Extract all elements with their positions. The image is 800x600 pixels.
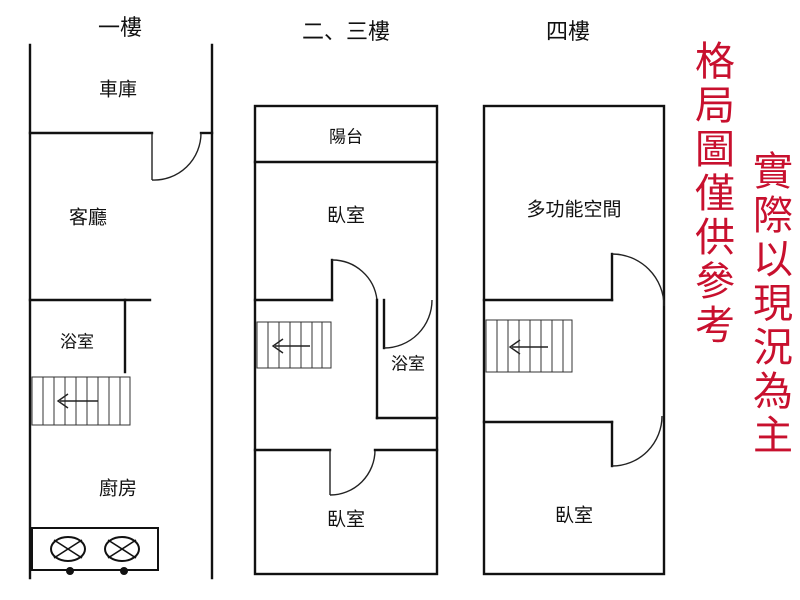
disclaimer-note-right: 實際以現況為主 <box>746 150 792 458</box>
f1-door-swing <box>151 132 202 181</box>
f23-back-door-swing <box>329 449 376 496</box>
f1-kitchen-label: 廚房 <box>98 477 138 500</box>
f4-outline <box>482 104 666 576</box>
f4-staircase <box>485 319 573 373</box>
fourth-floor-plan <box>482 104 666 576</box>
f1-bathroom-label: 浴室 <box>60 332 94 353</box>
f23-front-bedroom-label: 臥室 <box>326 204 366 227</box>
f23-bathroom-label: 浴室 <box>391 354 425 375</box>
disclaimer-note-left: 格局圖僅供參考 <box>688 40 734 348</box>
first-floor-title: 一樓 <box>97 16 143 41</box>
first-floor-plan <box>28 43 214 580</box>
f23-bath-door-swing <box>383 299 433 349</box>
f23-staircase <box>256 321 332 369</box>
f4-bedroom-label: 臥室 <box>554 504 594 527</box>
f1-staircase <box>31 376 131 426</box>
f4-bedroom-door-swing <box>611 415 663 467</box>
f1-garage-label: 車庫 <box>98 78 138 101</box>
stove-icon <box>31 527 159 575</box>
f23-bedroom-door-swing <box>331 259 378 301</box>
second-third-floor-plan <box>253 104 439 576</box>
f23-balcony-label: 陽台 <box>329 127 363 148</box>
f1-living-room-label: 客廳 <box>68 206 108 229</box>
f4-multipurpose-room-label: 多功能空間 <box>526 198 622 221</box>
f23-back-bedroom-label: 臥室 <box>326 508 366 531</box>
second-third-floor-title: 二、三樓 <box>301 20 391 45</box>
f4-top-door-swing <box>611 253 665 307</box>
fourth-floor-title: 四樓 <box>545 20 591 45</box>
f23-outline <box>253 104 439 576</box>
